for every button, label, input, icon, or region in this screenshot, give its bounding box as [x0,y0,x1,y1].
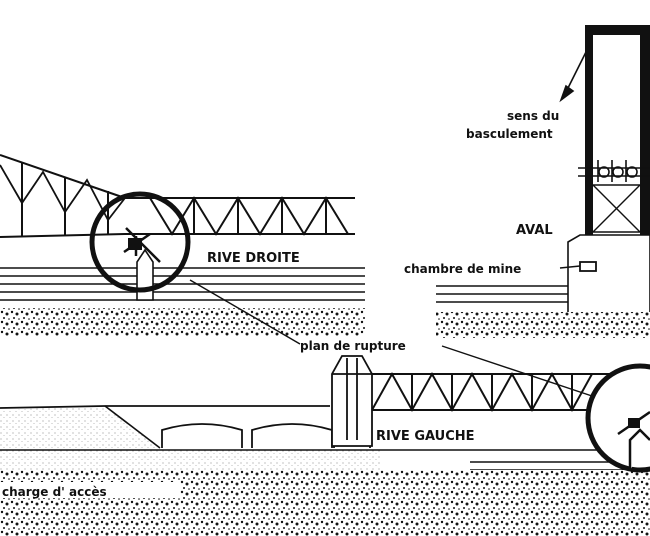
inclined-truss [0,154,126,238]
charge-d-acces-label: charge d' accès [2,485,107,499]
rive-gauche-label: RIVE GAUCHE [376,429,475,444]
aval-scene [436,25,650,338]
mine-chamber [579,261,597,272]
riverbed-rubble [0,308,365,336]
rive-gauche-hinge-detail [617,410,650,470]
water [0,267,365,301]
mine-pointer [559,265,581,269]
aval-riverbed [436,312,650,338]
hinge-detail [123,227,161,263]
detail-circle [89,191,191,293]
abutment [567,234,650,312]
pier [136,248,154,301]
plan-de-rupture-label: plan de rupture [300,339,406,353]
aval-water [436,285,568,303]
level-truss [125,196,355,236]
aval-label: AVAL [516,223,553,238]
rive-droite-label: RIVE DROITE [207,251,300,266]
chambre-de-mine-label: chambre de mine [404,262,521,276]
basculement-label: basculement [466,127,553,141]
rive-gauche-riverbed [0,470,650,536]
tilt-direction-arrow [559,51,587,103]
pylon-connectors [578,160,650,182]
rive-droite-scene [0,154,365,336]
sens-du-label: sens du [507,109,559,123]
embankment [0,406,380,470]
rive-gauche-truss [371,371,650,413]
tilting-pylon [578,25,650,235]
rive-gauche-scene [0,355,650,536]
abutment-tower [331,355,373,447]
